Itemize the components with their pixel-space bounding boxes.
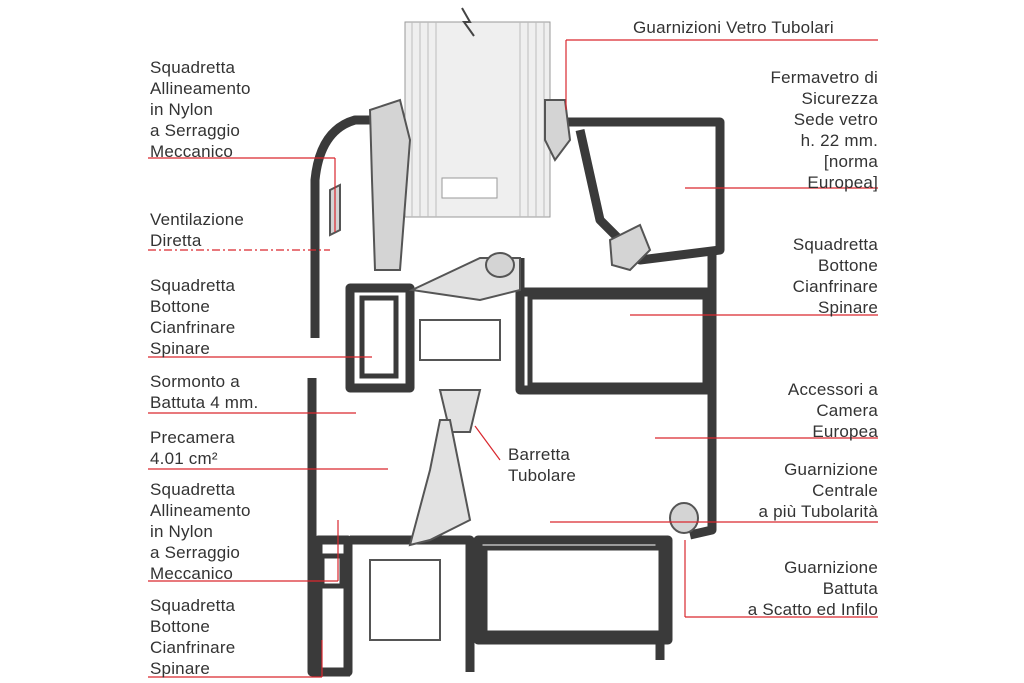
label-squadretta-bottone-left-top: Squadretta Bottone Cianfrinare Spinare xyxy=(150,276,236,358)
label-squadretta-nylon-bottom: Squadretta Allineamento in Nylon a Serra… xyxy=(150,480,251,583)
label-guarnizione-battuta: Guarnizione Battuta a Scatto ed Infilo xyxy=(747,558,878,619)
glass-pane xyxy=(404,7,551,218)
label-sormonto: Sormonto a Battuta 4 mm. xyxy=(150,372,259,412)
inner-chambers xyxy=(319,294,708,636)
label-fermavetro: Fermavetro di Sicurezza Sede vetro h. 22… xyxy=(770,68,878,192)
leader-lines xyxy=(148,39,878,678)
label-ventilazione: Ventilazione Diretta xyxy=(150,210,245,250)
label-barretta: Barretta Tubolare xyxy=(508,445,577,485)
label-squadretta-nylon-top: Squadretta Allineamento in Nylon a Serra… xyxy=(150,58,251,161)
label-guarnizioni-vetro: Guarnizioni Vetro Tubolari xyxy=(633,18,834,37)
label-precamera: Precamera xyxy=(150,428,235,447)
label-accessori: Accessori a Camera Europea xyxy=(787,380,878,441)
label-squadretta-bottone-left-bottom: Squadretta Bottone Cianfrinare Spinare xyxy=(150,596,236,678)
label-precamera-value: 4.01 cm² xyxy=(150,449,218,468)
thermal-break xyxy=(369,257,521,641)
aluminium-frame xyxy=(307,115,725,677)
label-squadretta-bottone-right: Squadretta Bottone Cianfrinare Spinare xyxy=(792,235,878,317)
label-guarnizione-centrale: Guarnizione Centrale a più Tubolarità xyxy=(758,460,878,521)
